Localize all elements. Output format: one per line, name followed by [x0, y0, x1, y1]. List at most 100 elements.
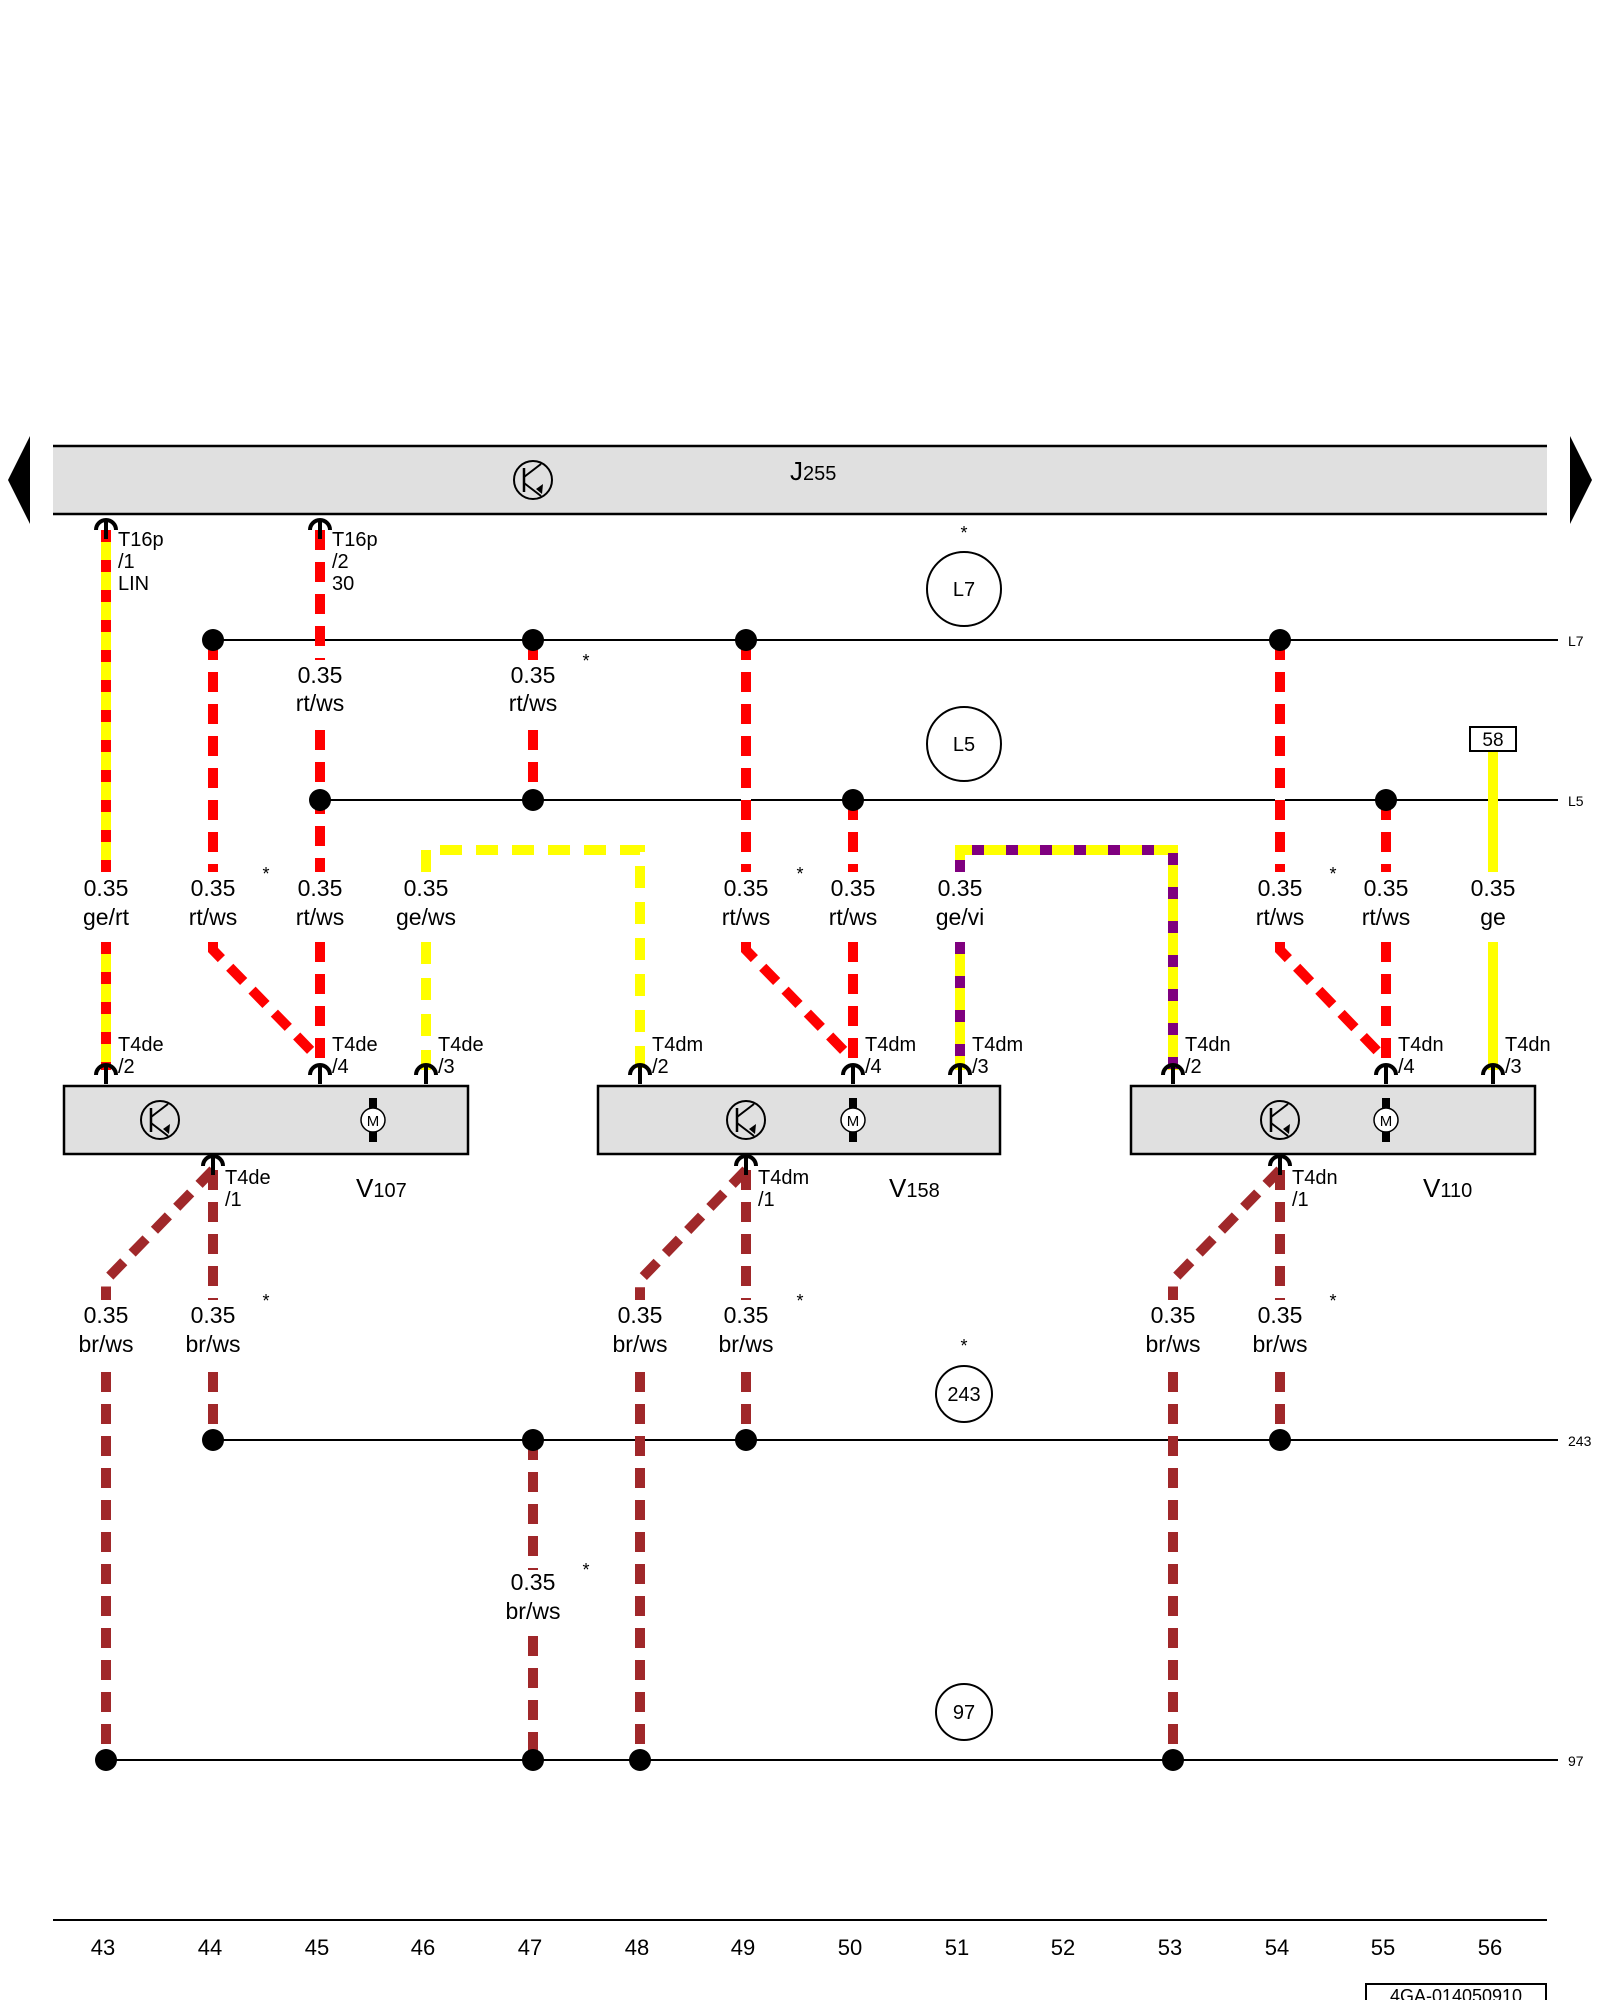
svg-text:0.35: 0.35	[1151, 1302, 1196, 1328]
diagram-id: 4GA-014050910	[1365, 1983, 1547, 2000]
svg-text:T4dn: T4dn	[1185, 1034, 1231, 1056]
bus-lines	[106, 639, 1558, 1761]
svg-text:*: *	[1329, 1291, 1336, 1311]
svg-text:243: 243	[1568, 1433, 1592, 1449]
svg-text:*: *	[960, 523, 967, 543]
svg-text:T4de: T4de	[225, 1167, 271, 1189]
svg-text:58: 58	[1482, 730, 1503, 751]
svg-text:56: 56	[1478, 1935, 1502, 1960]
svg-text:/3: /3	[1505, 1056, 1522, 1078]
svg-text:rt/ws: rt/ws	[722, 904, 771, 930]
svg-text:0.35: 0.35	[511, 1569, 556, 1595]
svg-text:0.35: 0.35	[1364, 875, 1409, 901]
connector-icon	[308, 1063, 332, 1086]
svg-text:L5: L5	[1568, 793, 1584, 809]
svg-text:*: *	[262, 1291, 269, 1311]
svg-text:46: 46	[411, 1935, 435, 1960]
svg-text:/1: /1	[118, 551, 135, 573]
svg-text:rt/ws: rt/ws	[189, 904, 238, 930]
svg-text:44: 44	[198, 1935, 222, 1960]
svg-text:T16p: T16p	[332, 529, 378, 551]
connector-icon	[414, 1063, 438, 1086]
svg-text:/2: /2	[332, 551, 349, 573]
line-refs: L7 L5 243 97	[1568, 633, 1592, 1769]
svg-text:0.35: 0.35	[831, 875, 876, 901]
svg-text:LIN: LIN	[118, 573, 149, 595]
svg-text:rt/ws: rt/ws	[1256, 904, 1305, 930]
svg-text:L7: L7	[953, 579, 975, 601]
svg-text:0.35: 0.35	[1258, 1302, 1303, 1328]
svg-text:55: 55	[1371, 1935, 1395, 1960]
motor-v110: V110	[1129, 1084, 1537, 1203]
svg-text:T4dm: T4dm	[652, 1034, 703, 1056]
svg-text:0.35: 0.35	[1471, 875, 1516, 901]
svg-text:0.35: 0.35	[1258, 875, 1303, 901]
connector-labels: T16p /1 LIN T16p /2 30 T4de /2 T4de /4 T…	[118, 529, 1551, 1211]
svg-text:4GA-014050910: 4GA-014050910	[1390, 1986, 1522, 2000]
svg-text:0.35: 0.35	[191, 1302, 236, 1328]
svg-text:T4dm: T4dm	[972, 1034, 1023, 1056]
svg-text:T4de: T4de	[438, 1034, 484, 1056]
svg-text:0.35: 0.35	[84, 1302, 129, 1328]
svg-text:L5: L5	[953, 734, 975, 756]
svg-text:ge/rt: ge/rt	[83, 904, 130, 930]
svg-text:rt/ws: rt/ws	[829, 904, 878, 930]
svg-text:br/ws: br/ws	[613, 1331, 668, 1357]
svg-text:T4de: T4de	[118, 1034, 164, 1056]
svg-text:rt/ws: rt/ws	[509, 690, 558, 716]
svg-text:*: *	[960, 1336, 967, 1356]
asterisk-marks: * * * * * * * * * *	[262, 523, 1336, 1580]
svg-text:br/ws: br/ws	[1146, 1331, 1201, 1357]
svg-text:rt/ws: rt/ws	[296, 690, 345, 716]
svg-text:54: 54	[1265, 1935, 1289, 1960]
terminal-58: 58	[1469, 726, 1517, 752]
svg-text:0.35: 0.35	[191, 875, 236, 901]
motor-label: V107	[356, 1173, 407, 1203]
continue-right-arrow-icon	[1570, 436, 1592, 524]
wire-labels: 0.35 rt/ws 0.35 rt/ws 0.35 ge/rt 0.35 rt…	[79, 662, 1516, 1624]
svg-text:*: *	[796, 864, 803, 884]
svg-text:0.35: 0.35	[298, 875, 343, 901]
svg-text:/1: /1	[758, 1189, 775, 1211]
svg-text:243: 243	[947, 1384, 980, 1406]
svg-text:ge: ge	[1480, 904, 1506, 930]
control-unit-label: J255	[790, 456, 836, 486]
svg-text:50: 50	[838, 1935, 862, 1960]
svg-text:51: 51	[945, 1935, 969, 1960]
svg-text:T4de: T4de	[332, 1034, 378, 1056]
svg-text:0.35: 0.35	[724, 875, 769, 901]
continue-left-arrow-icon	[8, 436, 30, 524]
svg-text:br/ws: br/ws	[506, 1598, 561, 1624]
motor-label: V158	[889, 1173, 940, 1203]
connector-icon	[948, 1063, 972, 1086]
svg-text:br/ws: br/ws	[1253, 1331, 1308, 1357]
svg-text:0.35: 0.35	[404, 875, 449, 901]
svg-text:rt/ws: rt/ws	[1362, 904, 1411, 930]
control-unit-j255: J255	[8, 436, 1592, 524]
svg-text:T4dn: T4dn	[1505, 1034, 1551, 1056]
svg-text:0.35: 0.35	[84, 875, 129, 901]
svg-text:T16p: T16p	[118, 529, 164, 551]
connector-icon	[1481, 1063, 1505, 1086]
svg-text:97: 97	[953, 1702, 975, 1724]
connector-icon	[1374, 1063, 1398, 1086]
connector-symbols	[94, 518, 1505, 1177]
junction-dots	[95, 629, 1397, 1771]
svg-text:52: 52	[1051, 1935, 1075, 1960]
svg-text:/3: /3	[438, 1056, 455, 1078]
svg-text:/4: /4	[332, 1056, 349, 1078]
svg-text:T4dn: T4dn	[1292, 1167, 1338, 1189]
connector-icon	[628, 1063, 652, 1086]
column-numbers: 43 44 45 46 47 48 49 50 51 52 53 54 55 5…	[53, 1919, 1547, 1960]
svg-text:*: *	[796, 1291, 803, 1311]
svg-text:48: 48	[625, 1935, 649, 1960]
svg-text:0.35: 0.35	[298, 662, 343, 688]
svg-text:rt/ws: rt/ws	[296, 904, 345, 930]
svg-text:T4dn: T4dn	[1398, 1034, 1444, 1056]
svg-text:*: *	[262, 864, 269, 884]
svg-text:ge/ws: ge/ws	[396, 904, 456, 930]
svg-text:45: 45	[305, 1935, 329, 1960]
svg-text:49: 49	[731, 1935, 755, 1960]
connector-icon	[1161, 1063, 1185, 1086]
